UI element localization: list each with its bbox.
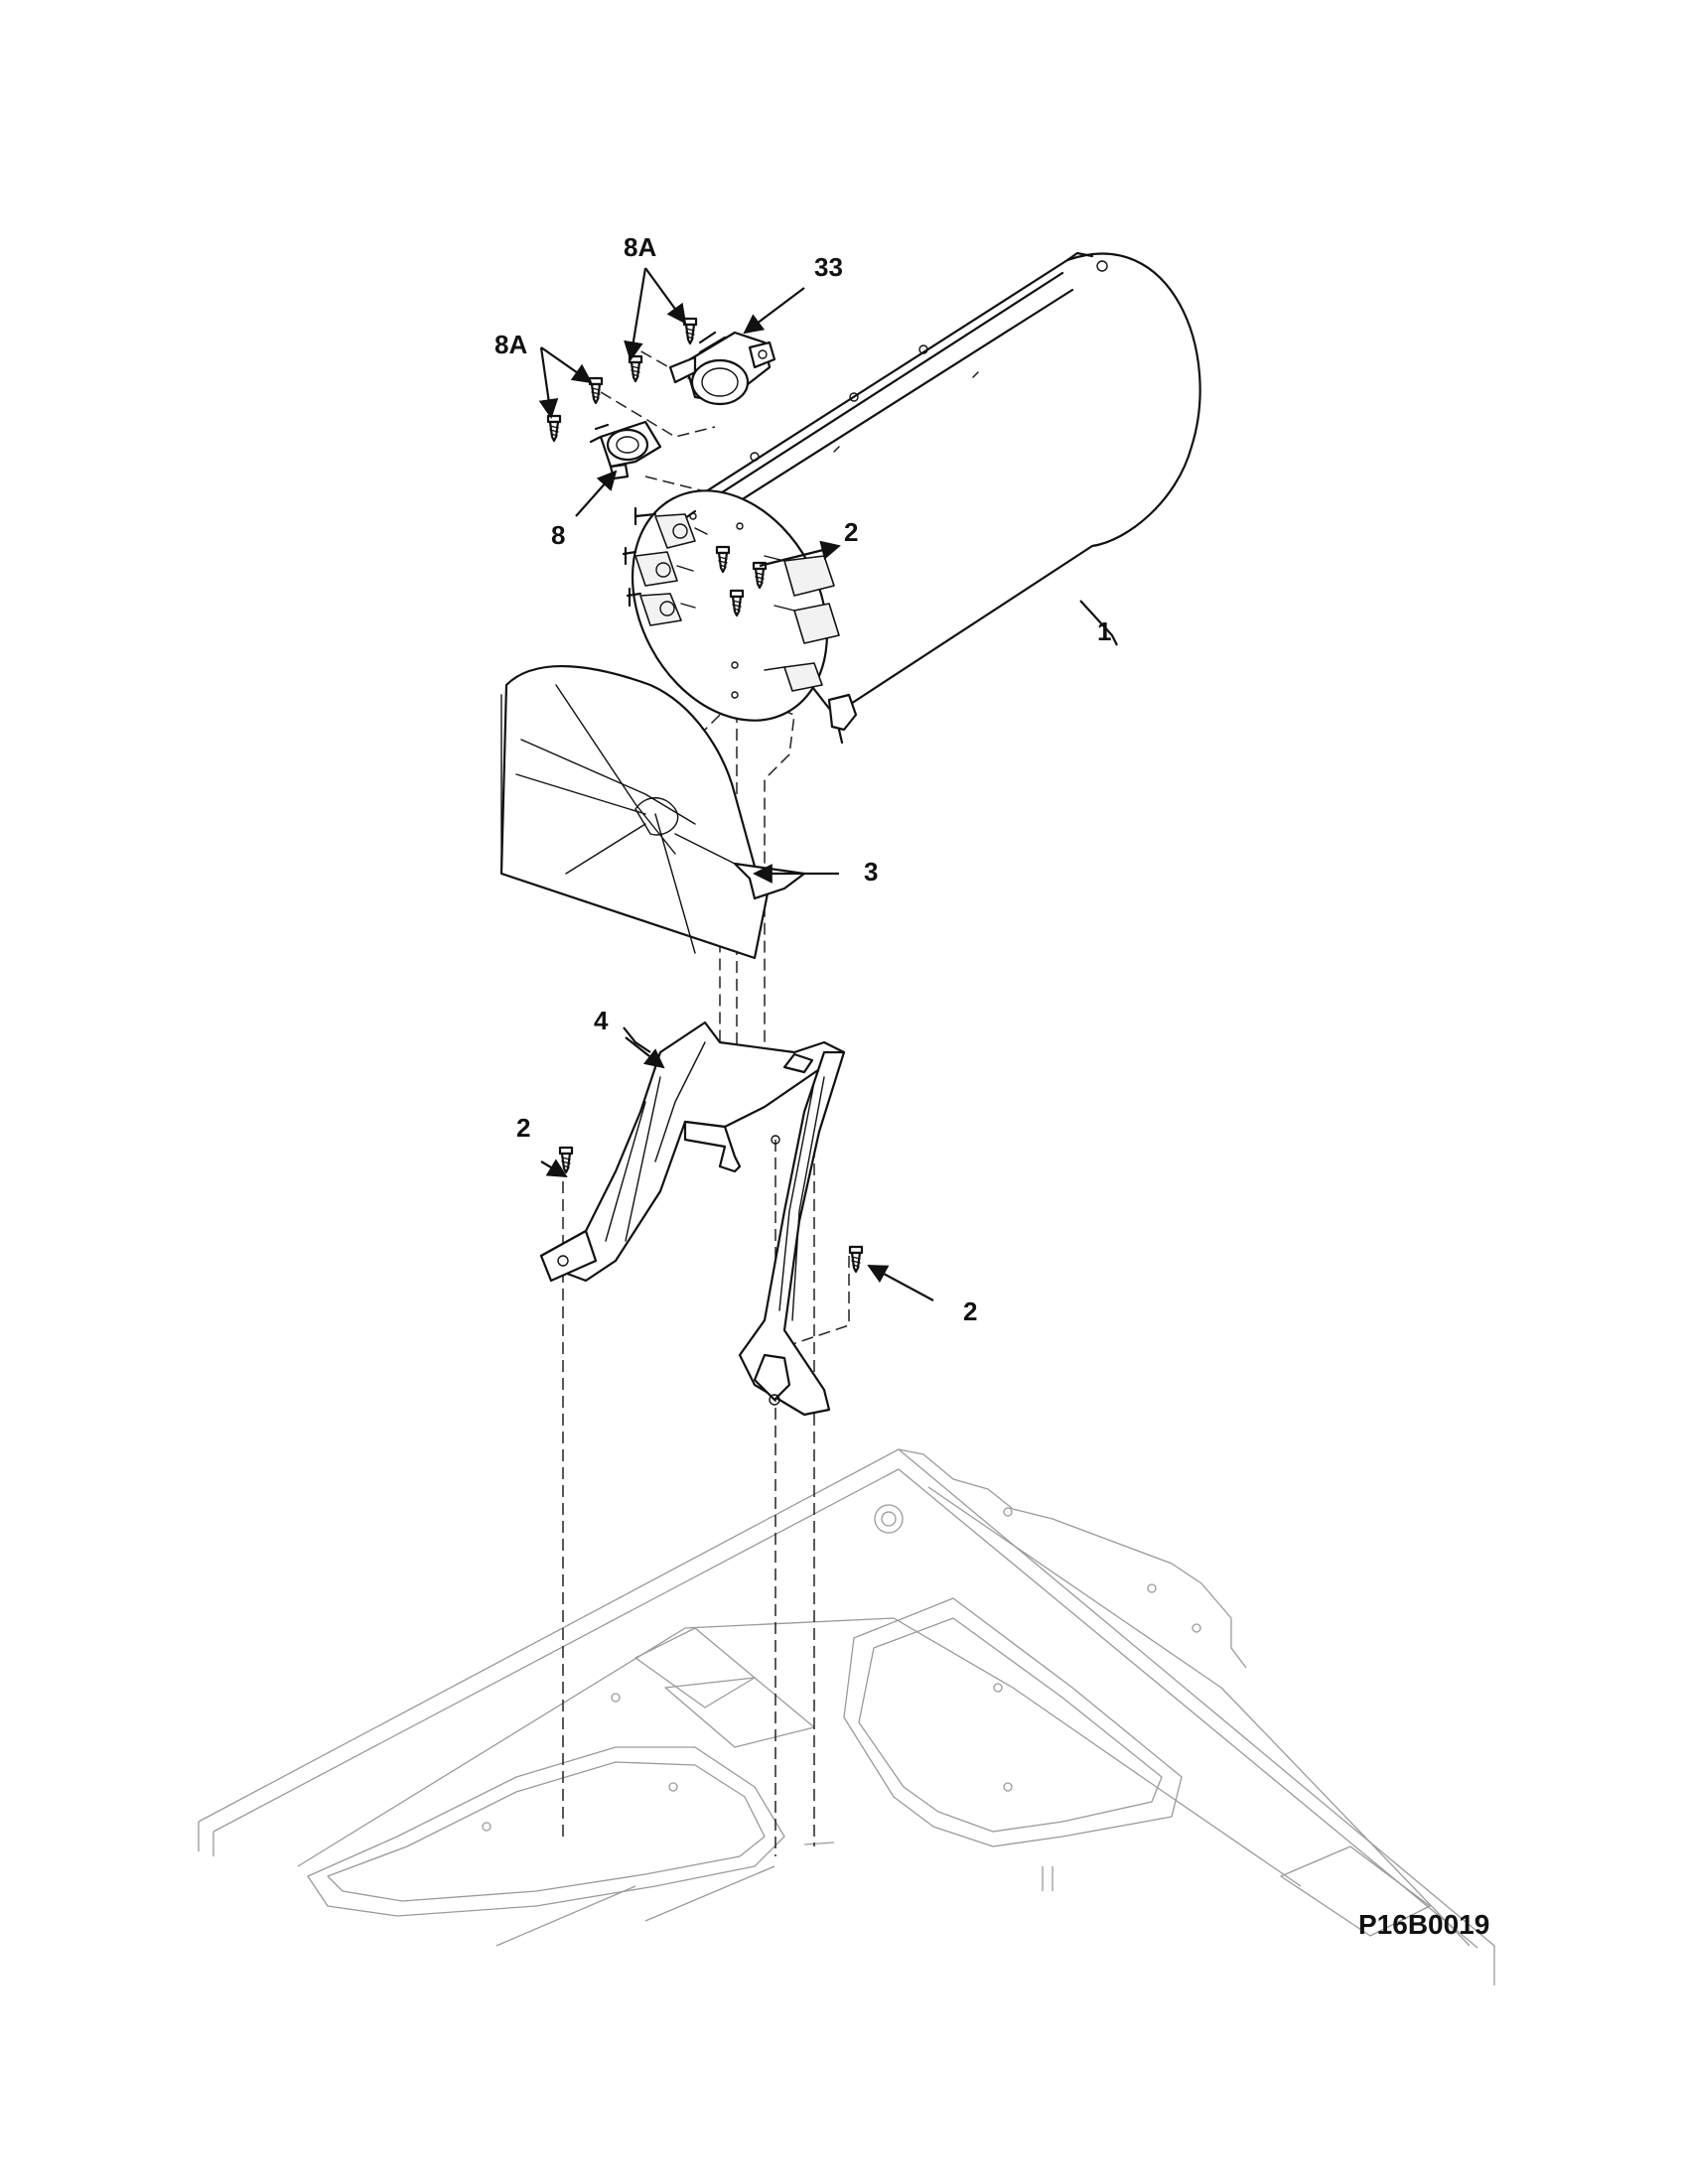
- heater-housing: [622, 251, 1201, 745]
- shield: [499, 664, 806, 960]
- callout-screws-top: 8A: [624, 232, 656, 262]
- leader-lines: [538, 267, 1118, 1301]
- callout-thermostat-left: 8: [551, 520, 565, 550]
- thermostat-left: [546, 376, 662, 480]
- callout-bracket: 4: [594, 1006, 609, 1035]
- callout-screw-right: 2: [963, 1297, 977, 1326]
- callout-screws-left: 8A: [494, 330, 527, 359]
- cabinet-base: [198, 1448, 1495, 1985]
- callout-screw-top: 2: [844, 517, 858, 547]
- assembly-lines: [562, 341, 850, 1856]
- screw-icon: [558, 1146, 574, 1174]
- thermostat-top: [628, 317, 776, 406]
- callout-thermostat-top: 33: [814, 252, 843, 282]
- bracket: [539, 1021, 846, 1417]
- callout-screw-left: 2: [516, 1113, 530, 1143]
- callout-heater-housing: 1: [1097, 616, 1111, 646]
- callout-shield: 3: [864, 857, 878, 887]
- screw-icon: [848, 1245, 864, 1274]
- diagram-code: P16B0019: [1358, 1909, 1489, 1940]
